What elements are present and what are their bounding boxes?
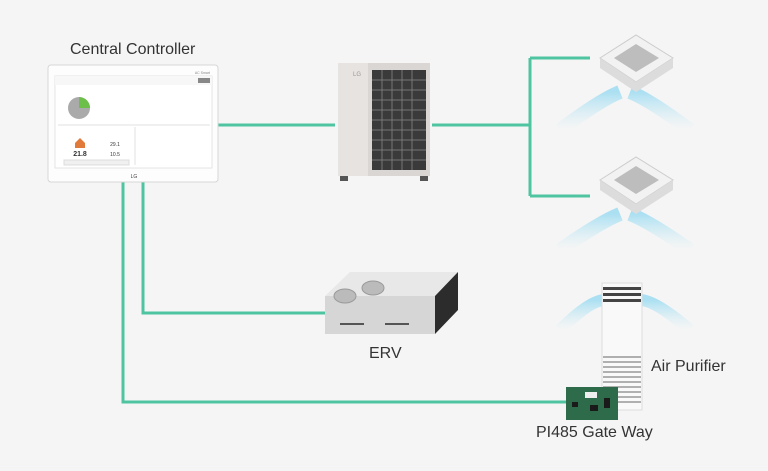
- label-air-purifier: Air Purifier: [651, 358, 726, 375]
- label-central-controller: Central Controller: [70, 41, 196, 58]
- controller-temp-high: 29.1: [110, 142, 120, 148]
- controller-brand: AC Smart: [195, 71, 210, 75]
- line-outdoor-cassettes: [432, 56, 590, 198]
- cassette-unit-2: [555, 156, 695, 256]
- outdoor-logo: LG: [353, 72, 361, 78]
- erv-unit: [325, 272, 458, 334]
- label-pi485-gateway: PI485 Gate Way: [536, 424, 653, 441]
- central-controller-device: AC Smart 21.8 29.1 10.5 LG: [47, 64, 219, 183]
- controller-temp-low: 10.5: [110, 152, 120, 158]
- label-erv: ERV: [369, 345, 402, 362]
- outdoor-unit: LG: [338, 63, 430, 181]
- line-controller-erv: [141, 182, 325, 315]
- controller-temp-avg: 21.8: [73, 151, 87, 158]
- controller-logo: LG: [131, 174, 138, 180]
- cassette-unit-1: [555, 34, 695, 136]
- connection-lines: [121, 56, 590, 404]
- pi485-gateway-board: [566, 387, 618, 420]
- line-controller-gateway: [121, 182, 566, 404]
